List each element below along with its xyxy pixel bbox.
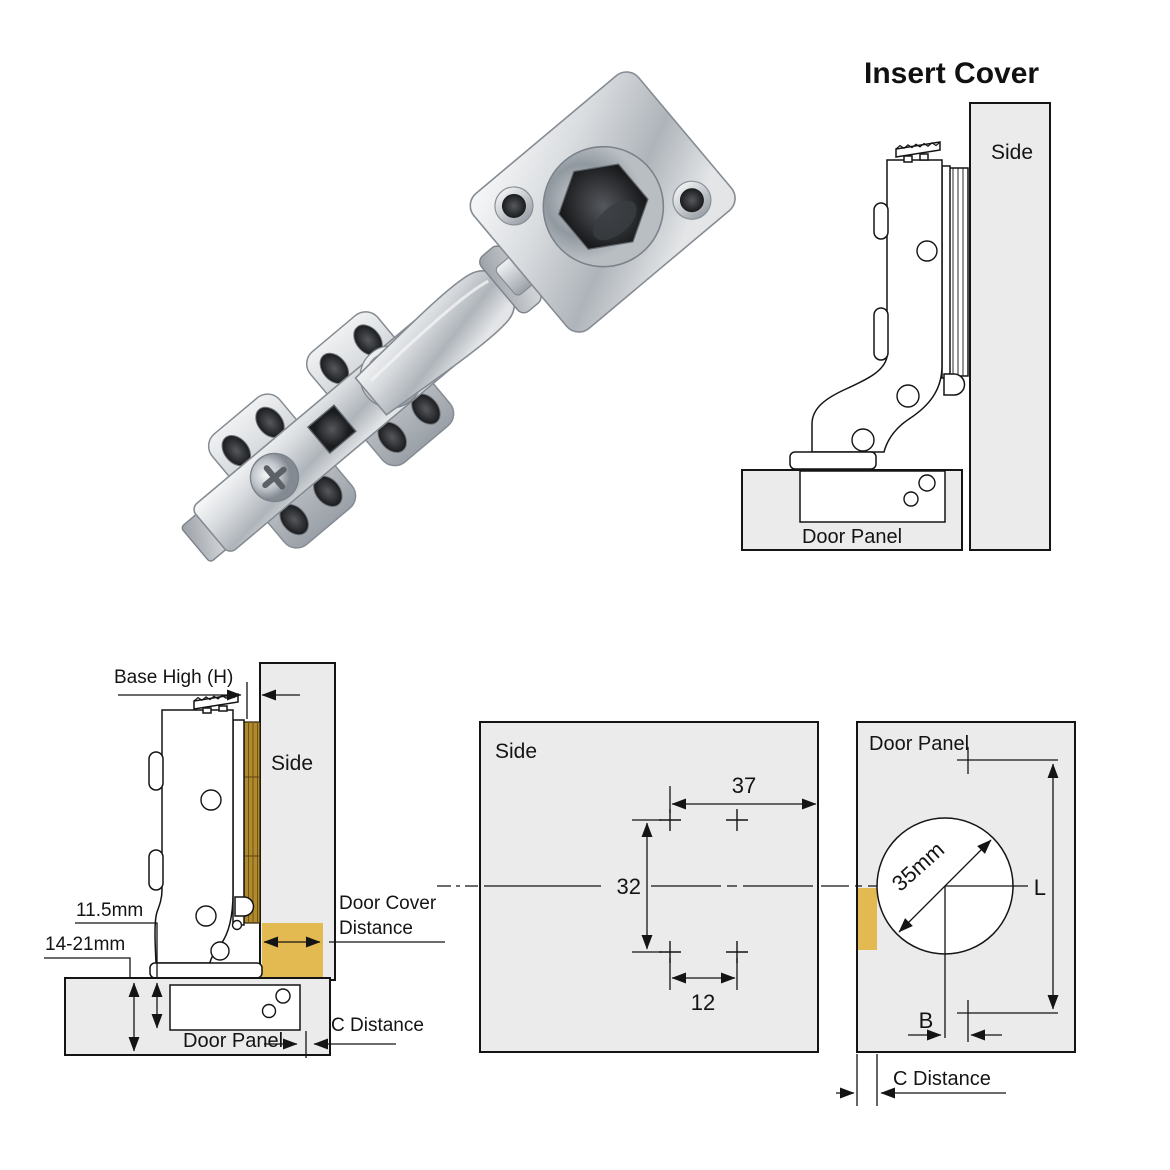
hinge-product-photo: [181, 71, 736, 562]
door-cover-label-line2: Distance: [339, 918, 413, 939]
c-distance-label: C Distance: [331, 1015, 424, 1036]
side-panel-label: Side: [271, 752, 313, 775]
door-panel-label: Door Panel: [869, 733, 969, 755]
dimension-37: 37: [669, 773, 817, 813]
hinge-plate-arm: [811, 159, 943, 453]
door-drilling-diagram: Door Panel 35mm L B C Distance: [821, 721, 1076, 1106]
hinge-foot: [789, 451, 877, 470]
door-thickness-dimension: 14-21mm: [44, 934, 140, 1052]
dimension-37-value: 37: [732, 773, 756, 798]
screw-hole: [851, 428, 875, 452]
length-dimension: L: [957, 747, 1059, 1042]
door-cover-area: [262, 923, 323, 979]
dimension-32: 32: [617, 819, 662, 953]
page-title: Insert Cover: [864, 57, 1039, 90]
offset-b-label: B: [919, 1008, 934, 1033]
adjust-cam: [148, 751, 164, 791]
offset-b-dimension: B: [908, 1008, 1002, 1041]
square-adjust-hole: [306, 404, 357, 455]
screw-hole: [200, 789, 222, 811]
c-distance-dimension: C Distance: [836, 1054, 1006, 1106]
side-drilling-diagram: Side 37 32 12: [437, 721, 819, 1053]
screw-hole: [195, 905, 217, 927]
cup-hole: [261, 1003, 277, 1019]
cup-hole: [903, 491, 919, 507]
adjust-cam: [148, 849, 164, 891]
screw-hole: [916, 240, 938, 262]
c-distance-dimension: C Distance: [264, 1015, 424, 1058]
hinge-side-view: [789, 141, 969, 470]
adjust-cam: [873, 202, 889, 240]
dimension-12-value: 12: [691, 990, 715, 1015]
cam-notch: [943, 373, 966, 396]
door-cover-distance-dimension: Door Cover Distance: [263, 893, 445, 948]
door-panel-label: Door Panel: [802, 526, 902, 548]
side-panel: [479, 721, 819, 1053]
side-panel-label: Side: [495, 740, 537, 763]
side-panel: [969, 102, 1051, 551]
side-panel-label: Side: [991, 141, 1033, 164]
cam-notch: [234, 896, 255, 917]
cup-depth-label: 11.5mm: [76, 900, 143, 921]
base-high-dimension: Base High (H): [114, 667, 300, 719]
base-high-label: Base High (H): [114, 667, 233, 688]
cup-hole: [275, 988, 291, 1004]
cup-hole: [918, 474, 936, 492]
door-panel-label: Door Panel: [183, 1030, 283, 1052]
hinge-foot: [149, 962, 263, 979]
c-distance-area: [858, 888, 877, 950]
hinge-cup-plate: [469, 71, 736, 333]
c-distance-label: C Distance: [893, 1068, 991, 1090]
hinge-plate-arm: [154, 709, 234, 964]
hinge-side-view: [148, 693, 263, 979]
dimension-32-value: 32: [617, 874, 641, 899]
insert-cover-diagram: Side Door Panel: [741, 102, 1051, 551]
drill-position-crosses: [659, 809, 748, 963]
door-cover-label-line1: Door Cover: [339, 893, 437, 914]
base-plate-strip: [243, 721, 261, 924]
dimension-12: 12: [669, 958, 738, 1015]
cup-depth-dimension: 11.5mm: [75, 900, 163, 1029]
adjust-cam: [873, 307, 889, 361]
door-thickness-label: 14-21mm: [45, 934, 125, 955]
overlay-mounting-diagram: Side Door Panel: [44, 662, 445, 1058]
length-label: L: [1034, 875, 1046, 900]
screw-hole: [896, 384, 920, 408]
screw-hole: [210, 941, 230, 961]
